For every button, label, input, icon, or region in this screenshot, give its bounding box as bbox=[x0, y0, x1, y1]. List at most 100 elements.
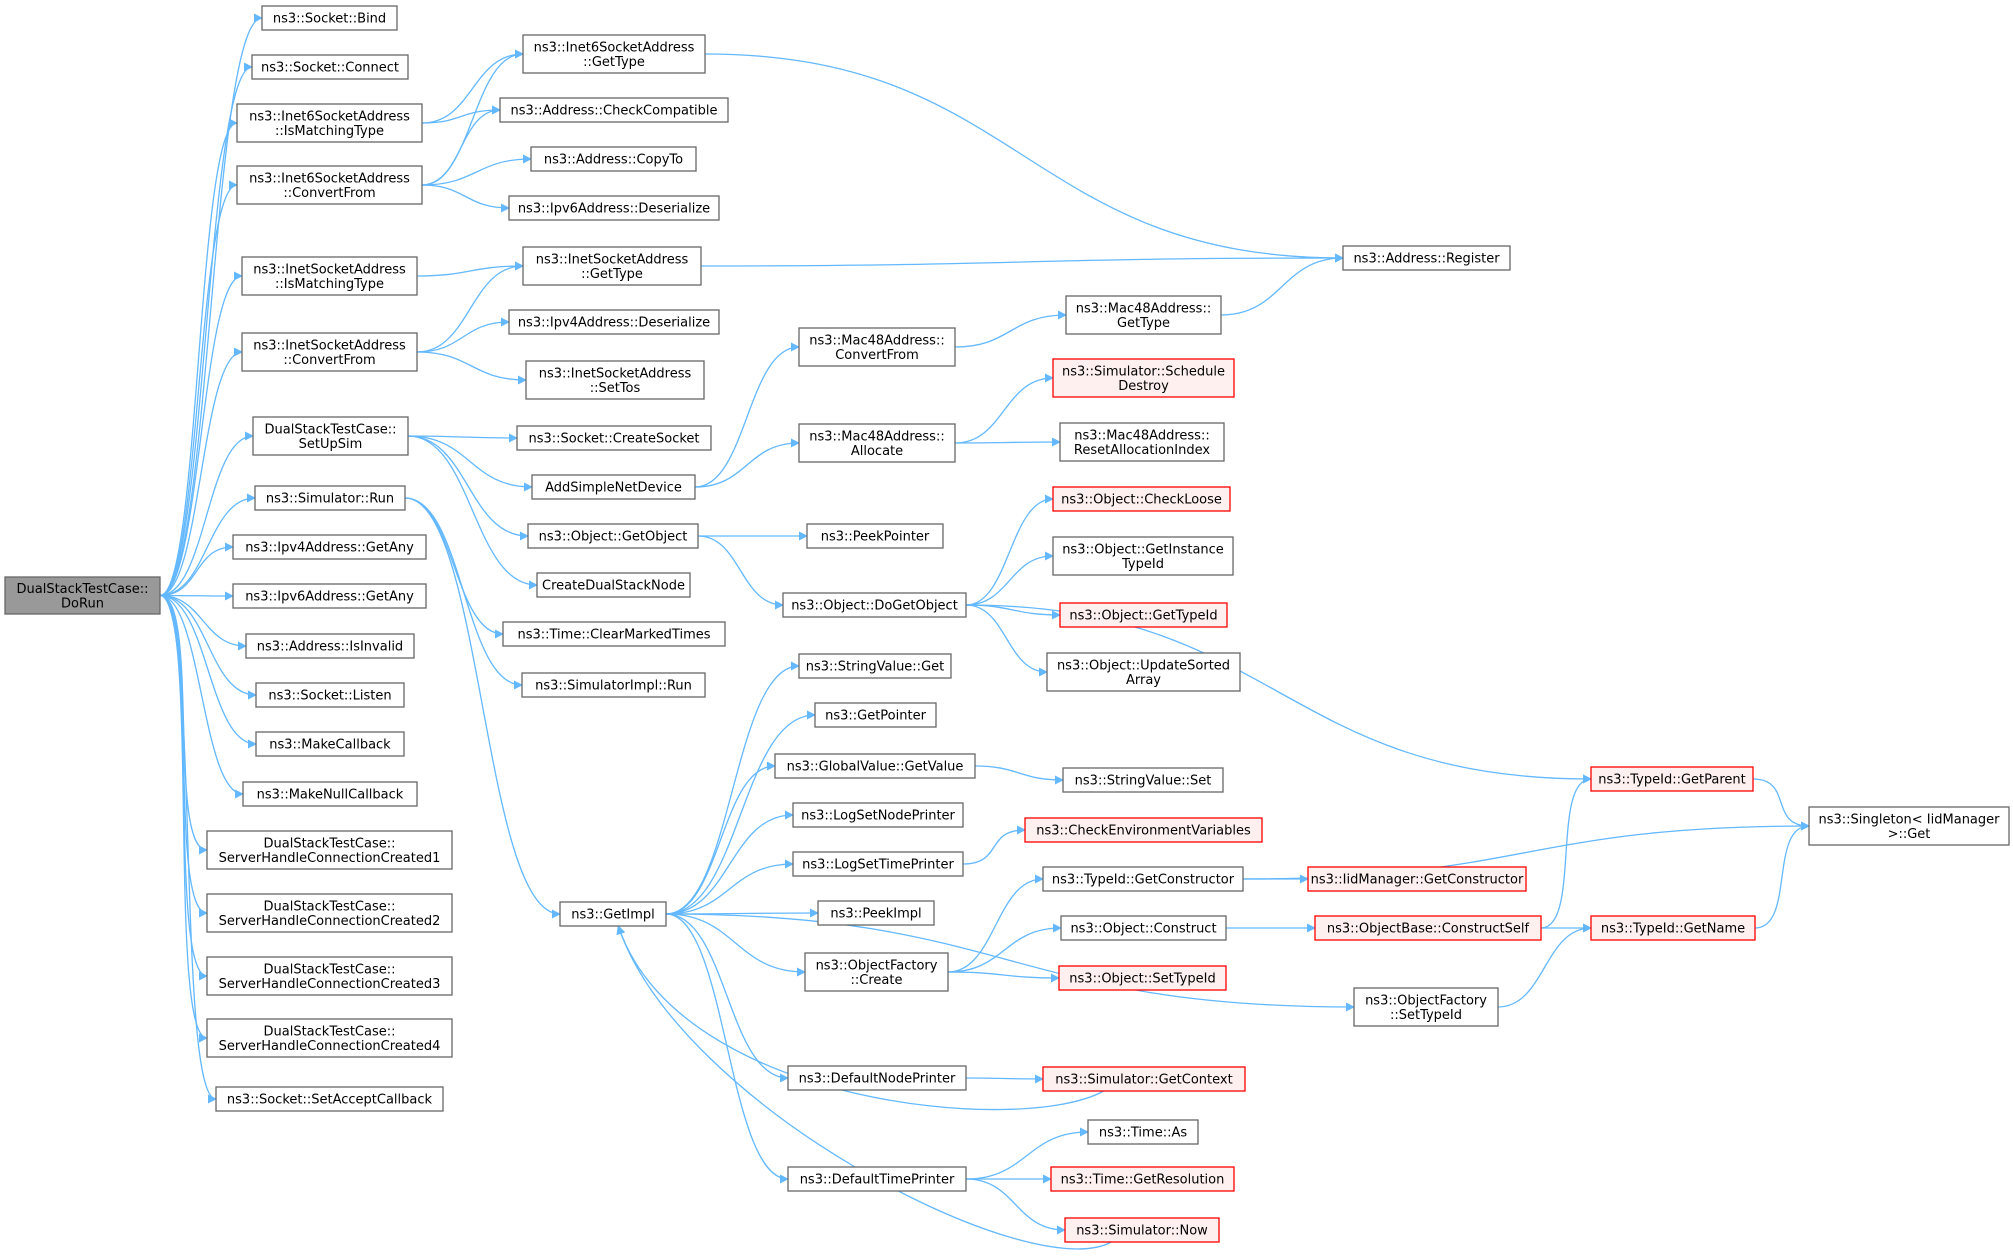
node-box[interactable] bbox=[525, 360, 705, 400]
node-box[interactable] bbox=[261, 5, 398, 31]
node-box[interactable] bbox=[1052, 486, 1231, 512]
node-box[interactable] bbox=[531, 474, 696, 500]
node-createSocket[interactable]: ns3::Socket::CreateSocket bbox=[516, 425, 712, 451]
node-inet6IsMatching[interactable]: ns3::Inet6SocketAddress::IsMatchingType bbox=[236, 103, 423, 143]
node-simImplRun[interactable]: ns3::SimulatorImpl::Run bbox=[521, 672, 706, 698]
node-inetConvertFrom[interactable]: ns3::InetSocketAddress::ConvertFrom bbox=[241, 332, 418, 372]
node-getImpl[interactable]: ns3::GetImpl bbox=[559, 901, 667, 927]
node-ipv4Deserialize[interactable]: ns3::Ipv4Address::Deserialize bbox=[508, 309, 720, 335]
node-objSetTypeId[interactable]: ns3::Object::SetTypeId bbox=[1058, 965, 1227, 991]
node-typeIdGetParent[interactable]: ns3::TypeId::GetParent bbox=[1590, 766, 1754, 792]
node-singletonGet[interactable]: ns3::Singleton< IidManager>::Get bbox=[1808, 806, 2010, 846]
node-box[interactable] bbox=[536, 572, 691, 598]
node-doGetObject[interactable]: ns3::Object::DoGetObject bbox=[782, 592, 967, 618]
node-box[interactable] bbox=[814, 702, 937, 728]
node-logSetNodePrinter[interactable]: ns3::LogSetNodePrinter bbox=[792, 802, 964, 828]
node-shcc2[interactable]: DualStackTestCase::ServerHandleConnectio… bbox=[206, 893, 453, 933]
node-getObject[interactable]: ns3::Object::GetObject bbox=[527, 523, 699, 549]
node-peekPointer[interactable]: ns3::PeekPointer bbox=[806, 523, 944, 549]
node-box[interactable] bbox=[251, 54, 409, 80]
node-box[interactable] bbox=[1590, 766, 1754, 792]
node-box[interactable] bbox=[1059, 602, 1228, 628]
node-timeGetResolution[interactable]: ns3::Time::GetResolution bbox=[1050, 1166, 1235, 1192]
node-box[interactable] bbox=[245, 633, 415, 659]
node-box[interactable] bbox=[236, 165, 423, 205]
node-box[interactable] bbox=[242, 781, 418, 807]
node-ipv6GetAny[interactable]: ns3::Ipv6Address::GetAny bbox=[232, 583, 427, 609]
node-addrCheckCompat[interactable]: ns3::Address::CheckCompatible bbox=[499, 97, 729, 123]
node-peekImpl[interactable]: ns3::PeekImpl bbox=[817, 900, 935, 926]
node-shcc3[interactable]: DualStackTestCase::ServerHandleConnectio… bbox=[206, 956, 453, 996]
node-box[interactable] bbox=[516, 425, 712, 451]
node-box[interactable] bbox=[522, 246, 702, 286]
node-box[interactable] bbox=[787, 1166, 967, 1192]
node-box[interactable] bbox=[241, 256, 418, 296]
node-box[interactable] bbox=[1059, 422, 1225, 462]
node-setAcceptCb[interactable]: ns3::Socket::SetAcceptCallback bbox=[215, 1086, 444, 1112]
node-socketConnect[interactable]: ns3::Socket::Connect bbox=[251, 54, 409, 80]
node-box[interactable] bbox=[4, 576, 161, 615]
node-box[interactable] bbox=[508, 195, 720, 221]
node-globalValueGetValue[interactable]: ns3::GlobalValue::GetValue bbox=[774, 753, 976, 779]
node-defaultTimePrinter[interactable]: ns3::DefaultTimePrinter bbox=[787, 1166, 967, 1192]
node-stringValueGet[interactable]: ns3::StringValue::Get bbox=[798, 653, 952, 679]
node-box[interactable] bbox=[792, 851, 964, 877]
node-box[interactable] bbox=[1062, 767, 1224, 793]
node-box[interactable] bbox=[817, 900, 935, 926]
node-box[interactable] bbox=[1052, 536, 1234, 576]
node-ipv6Deserialize[interactable]: ns3::Ipv6Address::Deserialize bbox=[508, 195, 720, 221]
node-box[interactable] bbox=[206, 893, 453, 933]
node-box[interactable] bbox=[1042, 1066, 1246, 1092]
node-mac48ConvertFrom[interactable]: ns3::Mac48Address::ConvertFrom bbox=[798, 327, 956, 367]
node-box[interactable] bbox=[508, 309, 720, 335]
node-box[interactable] bbox=[1353, 987, 1499, 1027]
node-simRun[interactable]: ns3::Simulator::Run bbox=[254, 485, 406, 511]
node-box[interactable] bbox=[499, 97, 729, 123]
node-box[interactable] bbox=[255, 731, 405, 757]
node-objFactorySetTypeId[interactable]: ns3::ObjectFactory::SetTypeId bbox=[1353, 987, 1499, 1027]
node-addSimpleNetDevice[interactable]: AddSimpleNetDevice bbox=[531, 474, 696, 500]
node-mac48Allocate[interactable]: ns3::Mac48Address::Allocate bbox=[798, 423, 956, 463]
node-objGetTypeId[interactable]: ns3::Object::GetTypeId bbox=[1059, 602, 1228, 628]
node-createDualStackNode[interactable]: CreateDualStackNode bbox=[536, 572, 691, 598]
node-stringValueSet[interactable]: ns3::StringValue::Set bbox=[1062, 767, 1224, 793]
node-logSetTimePrinter[interactable]: ns3::LogSetTimePrinter bbox=[792, 851, 964, 877]
node-box[interactable] bbox=[1065, 295, 1222, 335]
node-defaultNodePrinter[interactable]: ns3::DefaultNodePrinter bbox=[787, 1065, 967, 1091]
node-box[interactable] bbox=[1314, 915, 1542, 941]
node-shcc1[interactable]: DualStackTestCase::ServerHandleConnectio… bbox=[206, 830, 453, 870]
node-box[interactable] bbox=[1307, 866, 1527, 892]
node-shcc4[interactable]: DualStackTestCase::ServerHandleConnectio… bbox=[206, 1018, 453, 1058]
node-box[interactable] bbox=[254, 485, 406, 511]
node-addrCopyTo[interactable]: ns3::Address::CopyTo bbox=[530, 146, 697, 172]
node-inet6ConvertFrom[interactable]: ns3::Inet6SocketAddress::ConvertFrom bbox=[236, 165, 423, 205]
node-inetSetTos[interactable]: ns3::InetSocketAddress::SetTos bbox=[525, 360, 705, 400]
node-box[interactable] bbox=[206, 830, 453, 870]
node-box[interactable] bbox=[1058, 965, 1227, 991]
node-box[interactable] bbox=[1342, 245, 1511, 271]
node-constructSelf[interactable]: ns3::ObjectBase::ConstructSelf bbox=[1314, 915, 1542, 941]
node-box[interactable] bbox=[1024, 817, 1263, 843]
node-box[interactable] bbox=[774, 753, 976, 779]
node-box[interactable] bbox=[1042, 866, 1244, 892]
node-addrRegister[interactable]: ns3::Address::Register bbox=[1342, 245, 1511, 271]
node-mac48GetType[interactable]: ns3::Mac48Address::GetType bbox=[1065, 295, 1222, 335]
node-box[interactable] bbox=[804, 952, 949, 992]
node-doRun[interactable]: DualStackTestCase::DoRun bbox=[4, 576, 161, 615]
node-box[interactable] bbox=[206, 956, 453, 996]
node-timeAs[interactable]: ns3::Time::As bbox=[1087, 1119, 1199, 1145]
node-box[interactable] bbox=[792, 802, 964, 828]
node-box[interactable] bbox=[1808, 806, 2010, 846]
node-box[interactable] bbox=[521, 672, 706, 698]
node-typeIdGetName[interactable]: ns3::TypeId::GetName bbox=[1590, 915, 1756, 941]
node-objFactoryCreate[interactable]: ns3::ObjectFactory::Create bbox=[804, 952, 949, 992]
node-makeNullCallback[interactable]: ns3::MakeNullCallback bbox=[242, 781, 418, 807]
node-box[interactable] bbox=[232, 583, 427, 609]
node-socketBind[interactable]: ns3::Socket::Bind bbox=[261, 5, 398, 31]
node-addrIsInvalid[interactable]: ns3::Address::IsInvalid bbox=[245, 633, 415, 659]
node-box[interactable] bbox=[1046, 652, 1241, 692]
node-box[interactable] bbox=[1590, 915, 1756, 941]
node-socketListen[interactable]: ns3::Socket::Listen bbox=[255, 682, 405, 708]
